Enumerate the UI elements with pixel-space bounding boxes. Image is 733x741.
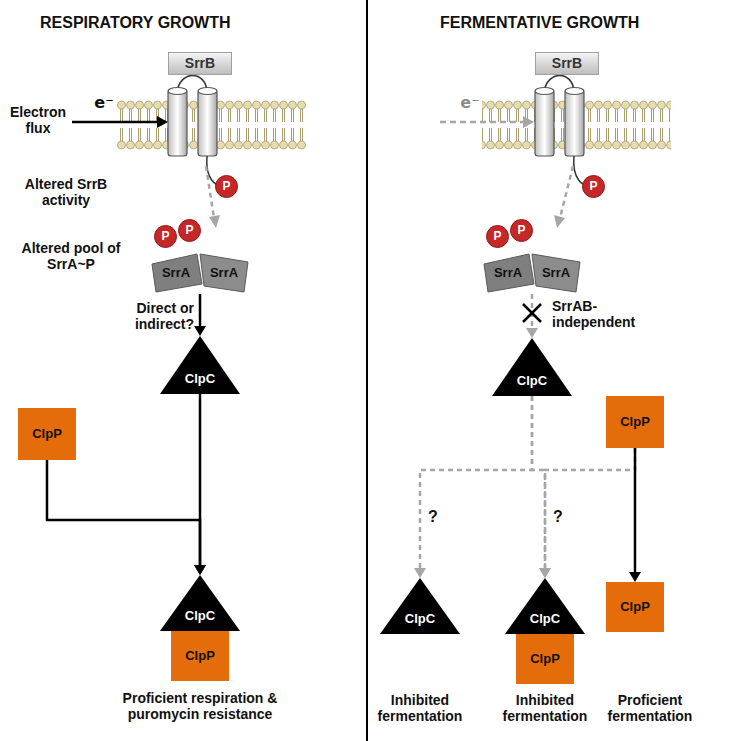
arrow-head [209, 215, 220, 228]
protein-name: ClpP [32, 427, 62, 441]
connector [47, 460, 206, 575]
protein-label: SrrB [168, 52, 232, 75]
protein-name: ClpC [517, 374, 547, 388]
helix-cylinder [535, 90, 554, 156]
helix-cylinder [198, 90, 217, 156]
arrow-head [157, 116, 168, 128]
protein-name: SrrB [185, 56, 215, 71]
outcome-label: Proficient fermentation [585, 692, 715, 724]
phosphate-circle: P [486, 225, 509, 248]
electron-symbol: e⁻ [458, 94, 482, 112]
helix-cylinder [565, 90, 584, 156]
protein-name: ClpC [185, 609, 215, 623]
helix-cylinder [168, 88, 187, 95]
connector [532, 396, 551, 578]
electron-arrow [440, 121, 525, 124]
phosphate-circle: P [178, 219, 201, 242]
side-label: Direct or indirect? [110, 300, 194, 332]
phosphate-circle: P [510, 219, 533, 242]
srra-dimer: SrrASrrA [482, 252, 582, 294]
side-label: Electron flux [6, 104, 70, 136]
protein-name: SrrA [153, 265, 199, 280]
clpc-triangle: ClpC [380, 578, 460, 634]
connector [194, 294, 206, 336]
clpc-triangle: ClpC [160, 575, 240, 631]
panel-divider [366, 0, 368, 741]
signal-arrow [560, 166, 573, 218]
outcome-label: Proficient respiration & puromycin resis… [105, 690, 295, 722]
protein-name: SrrA [485, 265, 531, 280]
clpp-square: ClpP [516, 634, 574, 684]
clpp-square: ClpP [606, 582, 664, 632]
protein-name: ClpP [530, 652, 560, 666]
connector [194, 394, 206, 575]
phosphate-circle: P [215, 175, 238, 198]
helix-cylinder [198, 88, 217, 95]
question-mark: ? [426, 508, 440, 526]
protein-name: SrrB [552, 56, 582, 71]
protein-name: ClpP [620, 600, 650, 614]
side-label: Altered pool of SrrA~P [6, 240, 136, 272]
protein-name: SrrA [533, 265, 579, 280]
question-mark: ? [551, 508, 565, 526]
protein-name: ClpP [620, 415, 650, 429]
signal-arrow [206, 166, 214, 218]
protein-name: ClpP [185, 649, 215, 663]
helix-cylinder [535, 88, 554, 95]
electron-arrow [72, 121, 160, 124]
protein-name: ClpC [405, 612, 435, 626]
phosphate-symbol: P [493, 230, 501, 243]
srra-dimer: SrrASrrA [150, 252, 250, 294]
connector [539, 448, 635, 578]
protein-name: ClpC [185, 372, 215, 386]
clpp-square: ClpP [606, 396, 664, 448]
arrow-head [554, 215, 565, 228]
protein-label: SrrB [535, 52, 599, 75]
clpc-triangle: ClpC [505, 578, 585, 634]
outcome-label: Inhibited fermentation [497, 692, 593, 724]
clpc-triangle: ClpC [160, 336, 240, 394]
helix-cylinder [168, 90, 187, 156]
outcome-label: Inhibited fermentation [372, 692, 468, 724]
clpc-triangle: ClpC [492, 338, 572, 396]
phosphate-circle: P [582, 175, 605, 198]
electron-symbol: e⁻ [92, 94, 116, 112]
protein-name: ClpC [530, 612, 560, 626]
phosphate-circle: P [154, 225, 177, 248]
clpp-square: ClpP [18, 408, 76, 460]
helix-cylinder [565, 88, 584, 95]
phosphate-symbol: P [161, 230, 169, 243]
panel-title: RESPIRATORY GROWTH [40, 14, 340, 32]
phosphate-symbol: P [222, 180, 230, 193]
arrow-head [523, 116, 534, 128]
panel-title: FERMENTATIVE GROWTH [440, 14, 720, 32]
connector [414, 396, 532, 578]
phosphate-symbol: P [517, 224, 525, 237]
clpp-square: ClpP [171, 631, 229, 681]
protein-name: SrrA [201, 265, 247, 280]
side-label: SrrAB-independent [552, 298, 652, 330]
side-label: Altered SrrB activity [6, 176, 126, 208]
connector [629, 448, 641, 582]
connector [523, 294, 541, 338]
phosphate-symbol: P [185, 224, 193, 237]
phosphate-symbol: P [589, 180, 597, 193]
